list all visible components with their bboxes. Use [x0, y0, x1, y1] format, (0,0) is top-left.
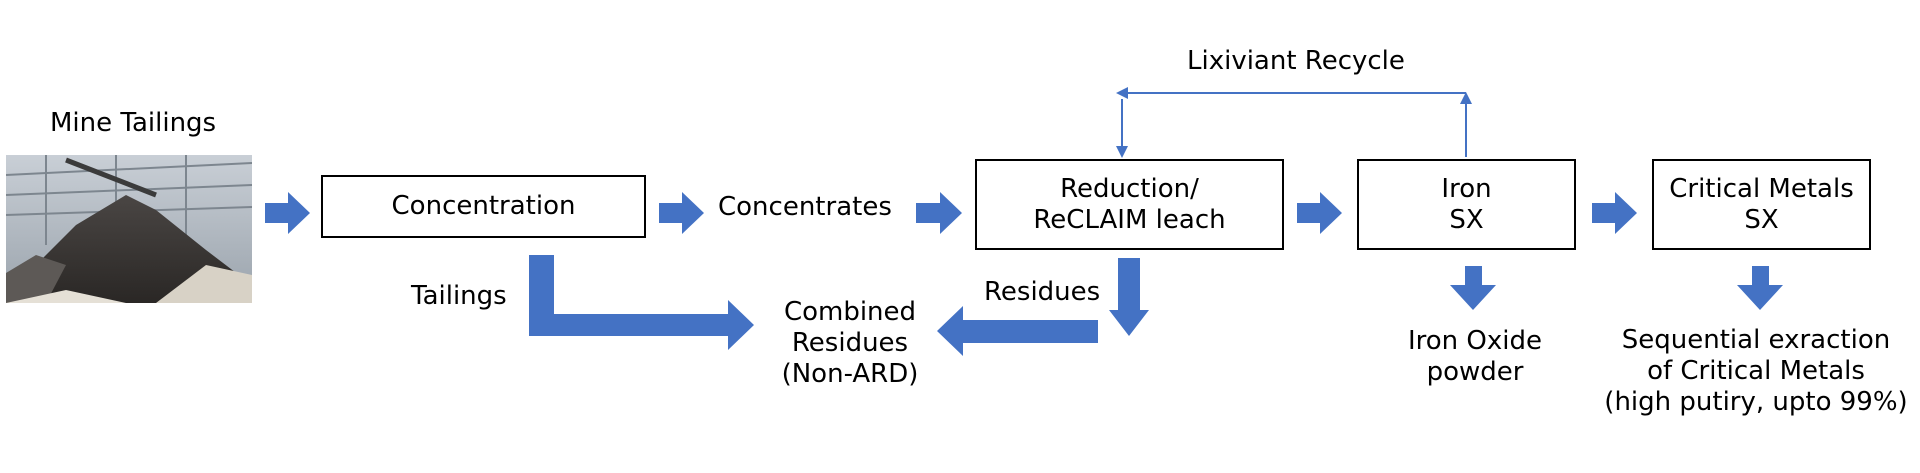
- residues-label: Residues: [984, 277, 1101, 307]
- concentration-label: Concentration: [391, 191, 576, 221]
- arrow-iron-to-critical-sx: [1592, 192, 1637, 234]
- arrow-reduction-to-iron-sx: [1297, 192, 1342, 234]
- iron-oxide-label: Iron Oxide powder: [1385, 326, 1565, 388]
- reduction-line1: Reduction/: [1060, 173, 1199, 204]
- reduction-box: Reduction/ ReCLAIM leach: [975, 159, 1284, 250]
- recycle-arrowhead-left: [1116, 87, 1128, 99]
- critical-metals-sx-box: Critical Metals SX: [1652, 159, 1871, 250]
- mine-tailings-photo: [6, 155, 252, 303]
- combined-line2: Residues: [791, 328, 909, 358]
- iron-sx-line1: Iron: [1441, 173, 1492, 204]
- critical-line2: of Critical Metals: [1647, 356, 1865, 386]
- combined-line3: (Non-ARD): [781, 359, 919, 389]
- arrow-critical-sx-down: [1737, 266, 1783, 310]
- concentrates-label: Concentrates: [718, 192, 892, 222]
- iron-sx-line2: SX: [1449, 204, 1484, 235]
- recycle-arrowhead-down: [1116, 146, 1128, 158]
- tailings-label: Tailings: [411, 281, 507, 311]
- arrow-residues-to-combined: [937, 306, 1098, 356]
- combined-residues-label: Combined Residues (Non-ARD): [760, 297, 940, 390]
- lixiviant-recycle-label: Lixiviant Recycle: [1187, 46, 1405, 76]
- critical-line3: (high putiry, upto 99%): [1604, 387, 1908, 417]
- arrow-reduction-residues-down: [1109, 258, 1149, 336]
- iron-oxide-line2: powder: [1426, 357, 1524, 387]
- arrow-concentration-to-concentrates: [659, 192, 704, 234]
- mine-tailings-title: Mine Tailings: [50, 108, 217, 138]
- combined-line1: Combined: [783, 297, 917, 327]
- reduction-line2: ReCLAIM leach: [1033, 204, 1226, 235]
- concentration-box: Concentration: [321, 175, 646, 238]
- iron-sx-box: Iron SX: [1357, 159, 1576, 250]
- critical-metals-output-label: Sequential exraction of Critical Metals …: [1600, 325, 1912, 418]
- arrow-concentrates-to-reduction: [916, 192, 962, 234]
- arrow-photo-to-concentration: [265, 192, 310, 234]
- critical-sx-line1: Critical Metals: [1669, 173, 1854, 204]
- critical-sx-line2: SX: [1744, 204, 1779, 235]
- critical-line1: Sequential exraction: [1621, 325, 1891, 355]
- arrow-iron-sx-down: [1450, 266, 1496, 310]
- iron-oxide-line1: Iron Oxide: [1407, 326, 1542, 356]
- arrow-tailings-to-combined: [529, 255, 754, 350]
- recycle-arrowhead-up: [1460, 92, 1472, 104]
